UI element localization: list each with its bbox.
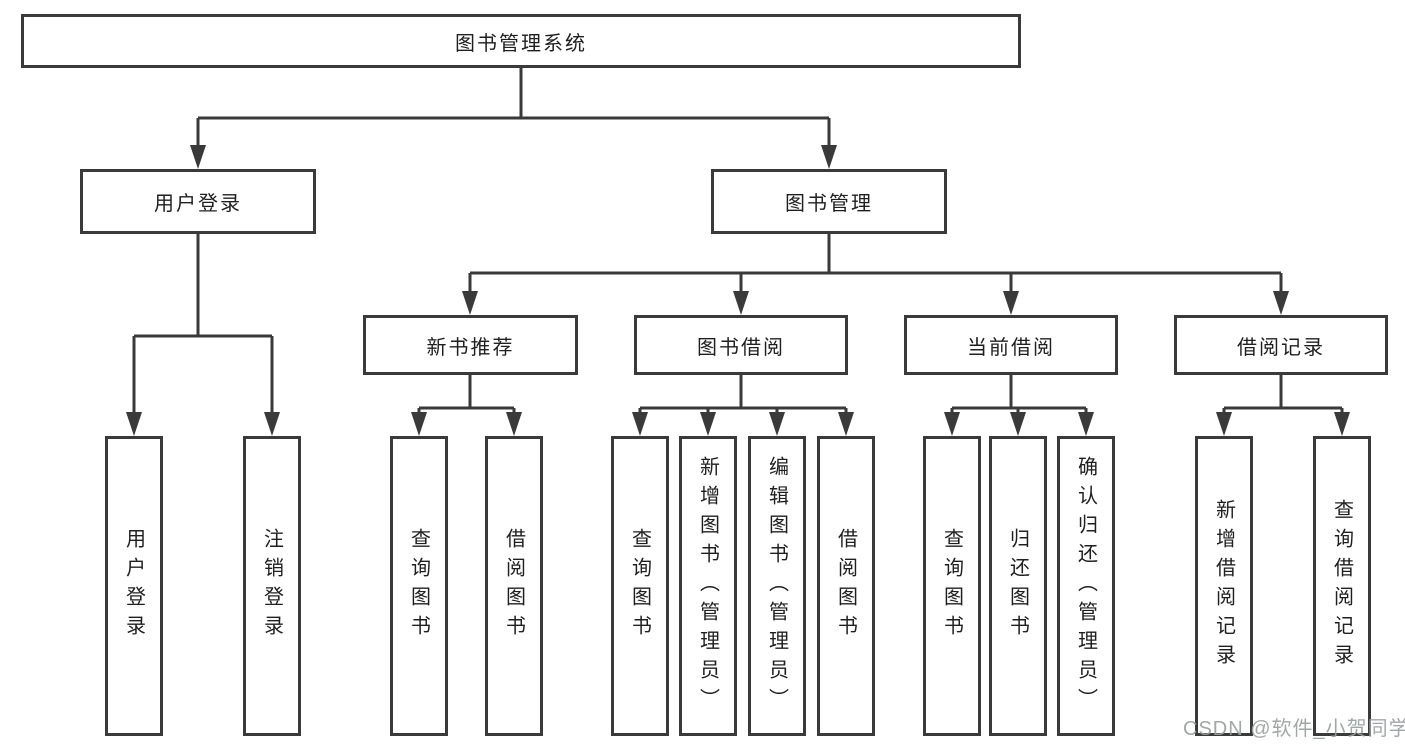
node-book-management-branch: 图书管理 — [711, 169, 947, 234]
node-user-login-branch: 用户登录 — [80, 169, 316, 234]
leaf-confirm-return-admin: 确认归还（管理员） — [1057, 436, 1115, 736]
leaf-query-book-3: 查询图书 — [923, 436, 981, 736]
leaf-return-book: 归还图书 — [989, 436, 1047, 736]
node-new-book-recommend: 新书推荐 — [363, 315, 578, 375]
arrowhead-icons — [126, 145, 1350, 436]
leaf-query-book-1: 查询图书 — [390, 436, 448, 736]
leaf-logout: 注销登录 — [243, 436, 301, 736]
csdn-watermark: CSDN @软件_小贺同学 — [1183, 718, 1405, 740]
leaf-query-borrow-record: 查询借阅记录 — [1313, 436, 1371, 736]
node-current-borrow: 当前借阅 — [904, 315, 1118, 375]
leaf-add-borrow-record: 新增借阅记录 — [1195, 436, 1253, 736]
leaf-add-book-admin: 新增图书（管理员） — [679, 436, 737, 736]
leaf-borrow-book-1: 借阅图书 — [485, 436, 543, 736]
leaf-query-book-2: 查询图书 — [611, 436, 669, 736]
node-borrow-record: 借阅记录 — [1174, 315, 1388, 375]
leaf-user-login: 用户登录 — [105, 436, 163, 736]
leaf-borrow-book-2: 借阅图书 — [817, 436, 875, 736]
node-book-borrow: 图书借阅 — [634, 315, 848, 375]
node-root-system: 图书管理系统 — [21, 14, 1021, 68]
leaf-edit-book-admin: 编辑图书（管理员） — [748, 436, 806, 736]
